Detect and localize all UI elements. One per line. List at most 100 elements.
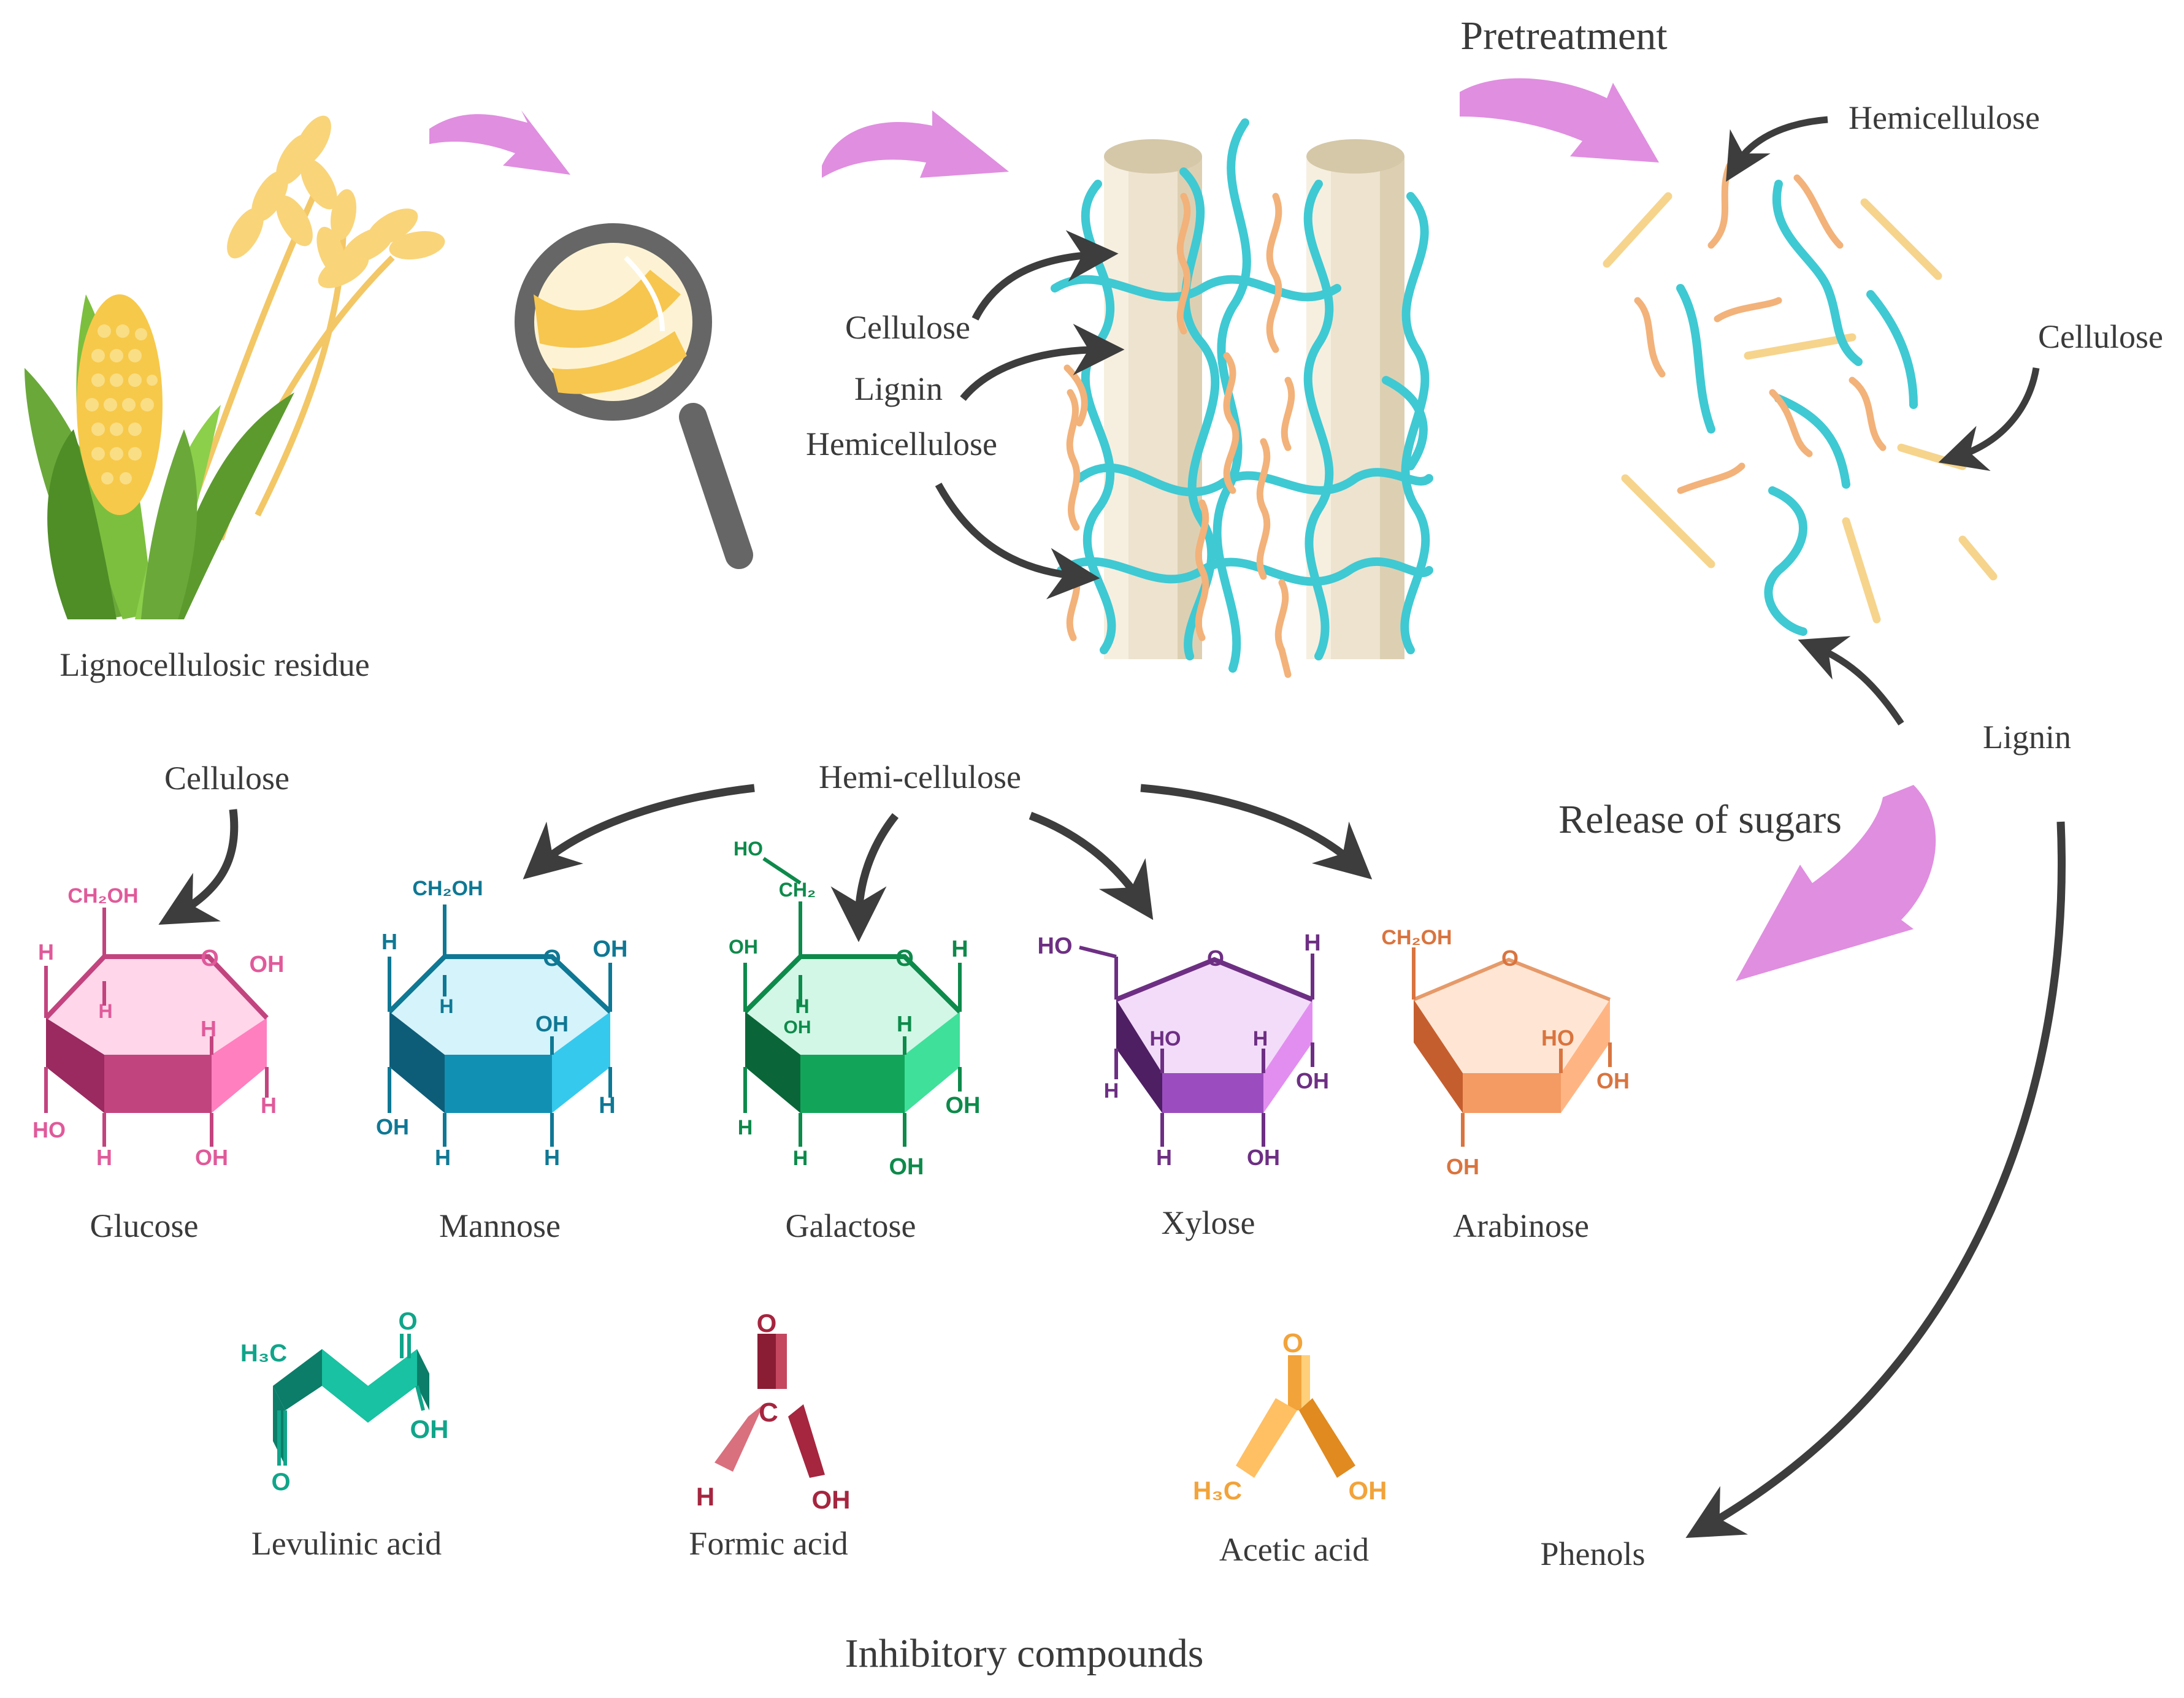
sugar-name-galactose: Galactose [786,1207,916,1244]
inhibitor-name-levulinic-acid: Levulinic acid [251,1525,442,1562]
galactose-atom-ch2: CH₂ [779,879,816,901]
arabinose-atom-ch2oh: CH₂OH [1381,926,1452,949]
levulinic-atom-o2: O [271,1469,290,1496]
glucose-atom-h4: H [261,1093,277,1118]
pointer-released-cellulose [1938,367,2040,471]
hemicellulose-arrows [158,784,2066,1539]
fiber-labels: Cellulose Lignin Hemicellulose [806,309,997,462]
cellulose-label: Cellulose [164,760,289,797]
glucose-atom-o: O [201,946,219,971]
glucose-atom-oh1: OH [250,952,285,977]
phenols-label: Phenols [1540,1535,1645,1572]
xylose-atom-h1: H [1304,930,1320,956]
process-arrows [429,78,1936,981]
glucose-atom-h5: H [96,1145,112,1170]
arrow-to-phenols [1685,821,2066,1539]
glucose-atom-h1: H [38,939,54,965]
mannose-atom-oh3: OH [376,1114,409,1139]
sugar-xylose: HO O H HO H OH H H OH [1038,930,1330,1170]
arabinose-atom-oh1: OH [1596,1068,1630,1093]
sugar-arabinose: CH₂OH O HO OH OH [1381,926,1630,1179]
sugar-name-arabinose: Arabinose [1453,1207,1589,1244]
xylose-atom-h2: H [1253,1027,1268,1050]
arrow-to-glucose [158,809,239,925]
glucose-atom-ho: HO [33,1117,66,1142]
glucose-atom-h3: H [201,1016,216,1041]
glucose-atom-h2: H [98,1000,112,1022]
arrow-1 [429,110,570,175]
released-label-lignin: Lignin [1983,719,2071,755]
xylose-atom-h4: H [1156,1145,1172,1170]
mannose-atom-h5: H [544,1145,560,1170]
galactose-atom-oh3: OH [946,1093,981,1119]
formic-atom-o: O [757,1309,777,1337]
levulinic-atom-h3c: H₃C [240,1340,287,1367]
release-of-sugars-title: Release of sugars [1558,797,1842,842]
galactose-atom-oh1: OH [729,936,758,958]
galactose-atom-h1: H [951,936,968,962]
fiber-label-cellulose: Cellulose [845,309,970,346]
arabinose-atom-ho: HO [1541,1025,1574,1050]
inhibitor-formic-acid: O C H OH [696,1309,851,1514]
sugar-galactose: HO CH₂ O OH H H OH H H H OH OH [729,838,981,1180]
pointer-released-hemicellulose [1726,116,1828,182]
pointer-hemicellulose [935,483,1100,600]
released-components [1603,162,1998,636]
arrow-to-galactose [830,813,899,943]
glucose-atom-ch2oh: CH₂OH [67,884,138,908]
sugar-name-mannose: Mannose [439,1207,561,1244]
arrow-to-xylose [1029,811,1154,920]
pretreatment-title: Pretreatment [1460,13,1667,58]
arabinose-atom-oh2: OH [1446,1154,1479,1179]
mannose-atom-h1: H [381,929,397,954]
fiber-label-hemicellulose: Hemicellulose [806,426,997,462]
sugar-name-xylose: Xylose [1162,1204,1255,1241]
fiber-pointer-arrows [935,230,1125,600]
formic-atom-oh: OH [812,1485,851,1514]
xylose-atom-h3: H [1104,1079,1119,1103]
xylose-atom-o: O [1207,946,1224,971]
galactose-atom-ho: HO [734,838,763,860]
arrow-3 [1460,78,1659,163]
crops-illustration [25,115,445,619]
inhibitor-name-acetic-acid: Acetic acid [1219,1531,1369,1568]
levulinic-atom-o1: O [398,1308,417,1335]
xylose-atom-ho: HO [1038,933,1073,959]
galactose-atom-h5: H [793,1147,808,1170]
mannose-atom-o: O [543,946,561,971]
magnifier-icon [515,223,753,569]
galactose-atom-h3: H [897,1011,913,1036]
levulinic-atom-oh: OH [410,1415,449,1444]
lignocellulose-fiber-structure [1051,118,1433,678]
xylose-atom-ho2: HO [1150,1027,1181,1050]
acetic-atom-o: O [1282,1328,1303,1358]
formic-atom-c: C [759,1398,778,1428]
pointer-released-lignin [1798,636,1904,726]
galactose-atom-oh2: OH [784,1017,811,1038]
mannose-atom-h2: H [439,995,453,1017]
formic-atom-h: H [696,1482,715,1511]
xylose-atom-oh1: OH [1296,1068,1329,1093]
hemi-cellulose-label: Hemi-cellulose [819,759,1021,795]
inhibitor-acetic-acid: O H₃C OH [1193,1328,1387,1505]
released-label-cellulose: Cellulose [2038,318,2163,355]
pointer-lignin [960,324,1125,401]
acetic-atom-h3c: H₃C [1193,1476,1242,1505]
sugar-mannose: CH₂OH O OH H H OH H OH H H [376,877,628,1170]
mannose-atom-oh2: OH [535,1011,569,1036]
xylose-atom-oh2: OH [1247,1145,1280,1170]
glucose-atom-oh2: OH [195,1145,228,1170]
released-pointer-arrows [1726,116,2040,726]
arrow-4 [1736,785,1936,981]
inhibitory-compounds-title: Inhibitory compounds [845,1631,1204,1676]
arrow-2 [822,110,1009,178]
arrow-to-arabinose [1140,784,1373,880]
fiber-label-lignin: Lignin [854,370,943,407]
acetic-atom-oh: OH [1349,1476,1387,1505]
sugar-glucose: CH₂OH O OH H H H H HO H OH [33,884,285,1170]
released-labels: Hemicellulose Cellulose Lignin [1849,99,2163,755]
inhibitor-levulinic-acid: H₃C O OH O [240,1308,449,1496]
galactose-atom-h4: H [738,1116,753,1139]
sugar-name-glucose: Glucose [90,1207,199,1244]
